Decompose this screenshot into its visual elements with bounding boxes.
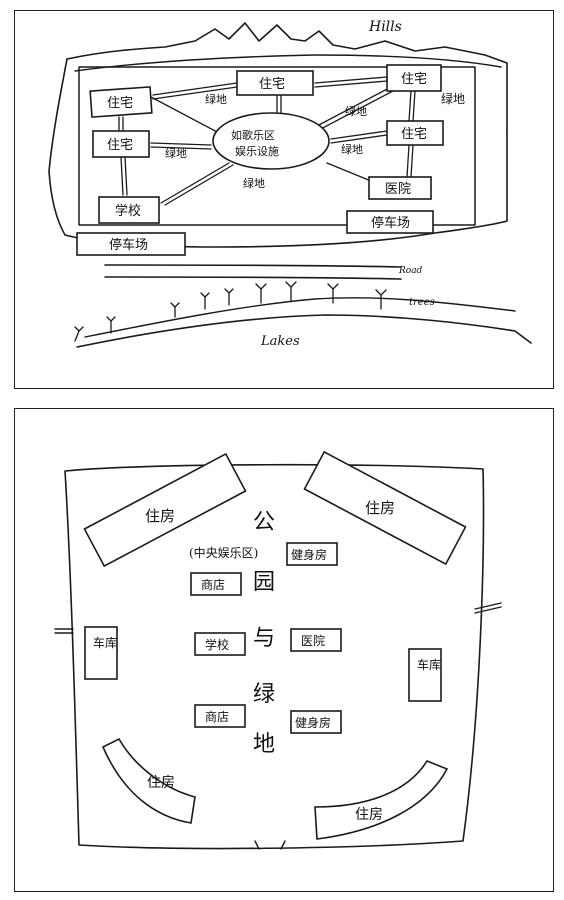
school: 学校 <box>194 632 246 656</box>
svg-text:健身房: 健身房 <box>295 715 331 730</box>
road-line <box>104 276 402 280</box>
park-vertical-label: 公 园 与 绿 地 <box>253 510 275 757</box>
svg-text:住房: 住房 <box>365 499 395 517</box>
garage-left: 车库 <box>84 626 118 680</box>
svg-text:车库: 车库 <box>93 635 117 650</box>
central-recreation-ellipse <box>212 112 330 170</box>
node-house-top-right: 住宅 <box>386 64 442 92</box>
housing-top-right: 住房 <box>303 450 467 566</box>
svg-text:园: 园 <box>253 570 275 595</box>
tree-row <box>74 281 516 342</box>
node-house-top-center: 住宅 <box>236 70 314 96</box>
svg-text:与: 与 <box>253 626 275 651</box>
shop-top: 商店 <box>190 572 242 596</box>
node-school: 学校 <box>98 196 160 224</box>
link-label: 绿地 <box>341 142 363 156</box>
center-label-line2: 娱乐设施 <box>235 144 279 158</box>
link-label: 绿地 <box>345 104 367 118</box>
svg-text:住宅: 住宅 <box>107 138 133 153</box>
svg-text:医院: 医院 <box>385 182 411 197</box>
svg-text:停车场: 停车场 <box>109 237 148 253</box>
link-label: 绿地 <box>441 91 465 106</box>
svg-text:学校: 学校 <box>115 203 141 219</box>
node-parking-left: 停车场 <box>76 232 186 256</box>
svg-text:住宅: 住宅 <box>401 72 427 87</box>
housing-bottom-right: 住房 <box>314 760 449 840</box>
lake-shoreline <box>76 314 532 348</box>
node-parking-right: 停车场 <box>346 210 434 234</box>
hospital: 医院 <box>290 628 342 652</box>
svg-text:商店: 商店 <box>201 577 225 592</box>
svg-text:住房: 住房 <box>147 775 175 791</box>
link-label: 绿地 <box>205 92 227 106</box>
gym-top: 健身房 <box>286 542 338 566</box>
central-recreation-label: (中央娱乐区) <box>189 545 258 560</box>
svg-text:学校: 学校 <box>205 637 229 652</box>
housing-bottom-left: 住房 <box>101 737 196 824</box>
inner-zone <box>78 66 476 226</box>
node-hospital: 医院 <box>368 176 432 200</box>
lakes-label: Lakes <box>260 334 300 349</box>
hills-contour <box>74 54 502 72</box>
svg-text:车库: 车库 <box>417 657 441 672</box>
svg-text:住宅: 住宅 <box>259 77 285 92</box>
node-house-top-left: 住宅 <box>89 86 153 118</box>
housing-top-left: 住房 <box>83 452 247 568</box>
svg-text:绿: 绿 <box>253 682 275 707</box>
hills-outline <box>66 22 508 132</box>
gym-bottom: 健身房 <box>290 710 342 734</box>
road-line <box>104 264 402 268</box>
entry-marker-bottom <box>254 840 286 850</box>
svg-text:住宅: 住宅 <box>401 127 427 142</box>
center-label-line1: 如歌乐区 <box>231 128 275 142</box>
top-sketch-panel: Hills 绿地 绿地 绿地 绿地 绿地 绿地 如歌 <box>14 10 554 389</box>
road-label: Road <box>398 266 423 276</box>
node-house-mid-left: 住宅 <box>92 130 150 158</box>
svg-text:医院: 医院 <box>301 634 325 648</box>
hills-label: Hills <box>368 19 402 35</box>
node-house-mid-right: 住宅 <box>386 120 444 146</box>
bottom-sketch-drawing: 住房 住房 住房 住房 公 园 与 绿 地 (中央娱乐区) 健身房 <box>54 450 502 850</box>
bottom-sketch-panel: 住房 住房 住房 住房 公 园 与 绿 地 (中央娱乐区) 健身房 <box>14 408 554 892</box>
entry-marker-right <box>474 602 502 614</box>
svg-text:住房: 住房 <box>145 507 175 525</box>
link-label: 绿地 <box>165 146 187 160</box>
garage-right: 车库 <box>408 648 442 702</box>
svg-text:住房: 住房 <box>355 807 383 823</box>
svg-text:健身房: 健身房 <box>291 547 327 562</box>
svg-text:公: 公 <box>253 510 275 535</box>
svg-text:商店: 商店 <box>205 709 229 724</box>
entry-marker-left <box>54 628 74 634</box>
top-sketch-drawing: Hills 绿地 绿地 绿地 绿地 绿地 绿地 如歌 <box>48 19 532 349</box>
svg-text:住宅: 住宅 <box>107 96 133 111</box>
trees-label: trees <box>409 297 435 308</box>
shop-bottom: 商店 <box>194 704 246 728</box>
link-label: 绿地 <box>243 176 265 190</box>
svg-text:地: 地 <box>253 732 275 757</box>
svg-text:停车场: 停车场 <box>371 215 410 231</box>
